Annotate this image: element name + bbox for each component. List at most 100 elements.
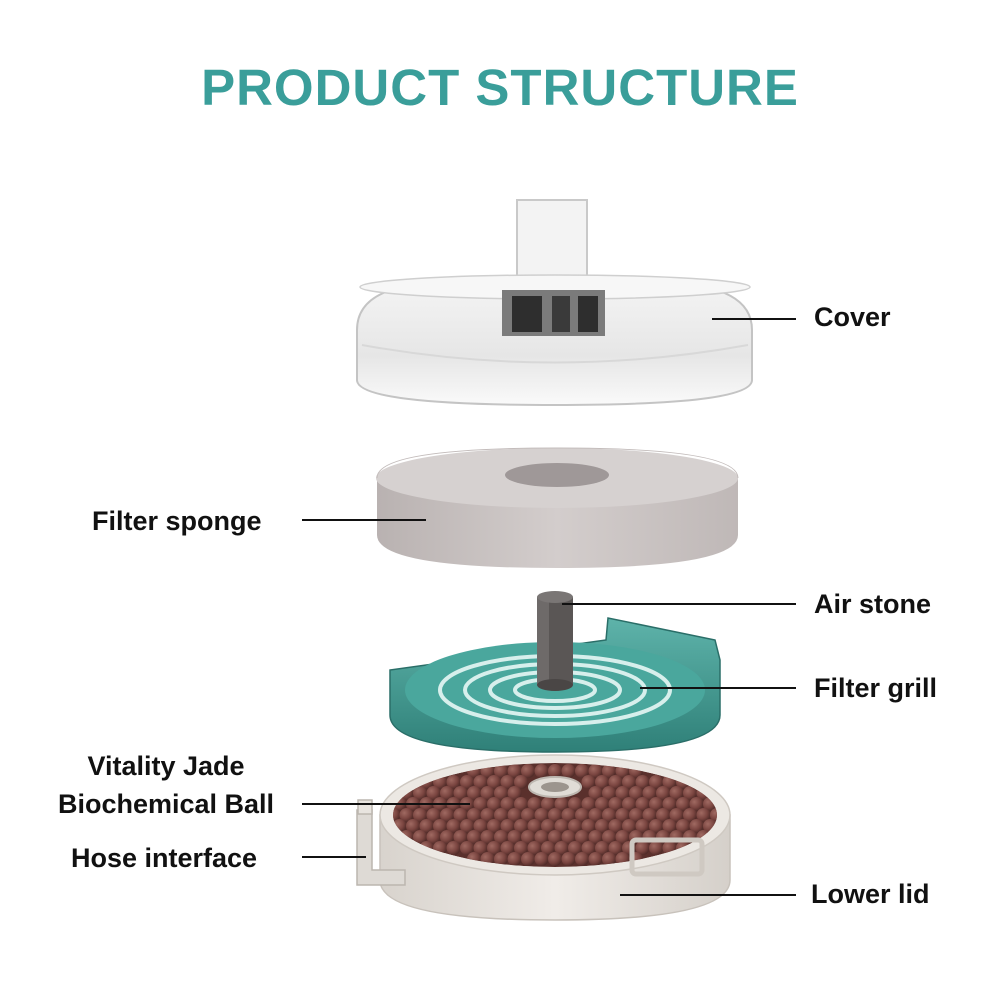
biochemical-ball — [467, 786, 481, 800]
biochemical-ball — [595, 797, 609, 811]
biochemical-ball — [480, 808, 495, 822]
biochemical-ball — [608, 775, 623, 789]
biochemical-ball — [581, 797, 596, 811]
biochemical-ball — [500, 819, 515, 833]
biochemical-ball — [521, 808, 535, 822]
biochemical-ball — [602, 852, 616, 866]
biochemical-ball — [480, 830, 495, 844]
biochemical-ball — [656, 808, 670, 822]
biochemical-ball — [541, 819, 555, 833]
biochemical-ball — [507, 852, 522, 866]
biochemical-ball — [514, 797, 528, 811]
biochemical-ball — [548, 808, 562, 822]
biochemical-ball — [696, 808, 711, 822]
biochemical-ball — [507, 764, 522, 778]
biochemical-ball — [487, 819, 501, 833]
label-lower-lid: Lower lid — [811, 879, 930, 909]
biochemical-ball — [602, 786, 616, 800]
label-biochemical-ball-line2: Biochemical Ball — [57, 789, 275, 819]
biochemical-ball — [541, 841, 555, 855]
biochemical-ball — [575, 830, 589, 844]
label-filter-grill: Filter grill — [814, 673, 938, 703]
biochemical-ball — [521, 830, 535, 844]
biochemical-ball — [635, 775, 650, 789]
biochemical-ball — [656, 786, 670, 800]
biochemical-ball — [426, 830, 441, 844]
biochemical-ball — [487, 775, 501, 789]
biochemical-ball — [649, 819, 663, 833]
biochemical-ball — [460, 819, 474, 833]
biochemical-ball — [548, 830, 562, 844]
biochemical-ball — [507, 808, 522, 822]
biochemical-ball — [595, 819, 609, 833]
biochemical-ball — [440, 830, 454, 844]
biochemical-ball — [595, 841, 609, 855]
biochemical-ball — [710, 808, 717, 822]
biochemical-ball — [615, 830, 630, 844]
biochemical-ball — [426, 808, 441, 822]
biochemical-ball — [440, 808, 454, 822]
biochemical-ball — [521, 852, 535, 866]
biochemical-ball — [683, 808, 697, 822]
label-cover: Cover — [814, 302, 891, 332]
biochemical-ball — [662, 797, 677, 811]
biochemical-ball — [608, 819, 623, 833]
biochemical-ball — [622, 819, 636, 833]
biochemical-ball — [467, 808, 481, 822]
biochemical-ball — [561, 764, 576, 778]
biochemical-ball — [689, 797, 704, 811]
biochemical-ball — [514, 775, 528, 789]
biochemical-ball — [608, 841, 623, 855]
filter-sponge-part — [376, 447, 739, 568]
biochemical-ball — [581, 819, 596, 833]
biochemical-ball — [554, 797, 569, 811]
page-title: PRODUCT STRUCTURE — [201, 59, 799, 116]
label-air-stone: Air stone — [814, 589, 932, 619]
biochemical-ball — [588, 764, 603, 778]
biochemical-ball — [548, 852, 562, 866]
biochemical-ball — [413, 808, 427, 822]
biochemical-ball — [575, 852, 589, 866]
biochemical-ball — [602, 764, 616, 778]
biochemical-ball — [602, 830, 616, 844]
biochemical-ball — [642, 808, 657, 822]
biochemical-ball — [534, 852, 549, 866]
biochemical-ball — [622, 797, 636, 811]
biochemical-ball — [568, 841, 582, 855]
leader-lines — [302, 318, 796, 896]
biochemical-ball — [635, 797, 650, 811]
biochemical-ball — [494, 852, 508, 866]
biochemical-ball — [689, 819, 704, 833]
biochemical-ball — [568, 819, 582, 833]
biochemical-ball — [433, 819, 447, 833]
biochemical-ball — [460, 841, 474, 855]
biochemical-ball — [467, 830, 481, 844]
biochemical-ball — [595, 775, 609, 789]
biochemical-ball — [615, 786, 630, 800]
biochemical-ball — [669, 786, 684, 800]
biochemical-ball — [554, 841, 569, 855]
biochemical-ball — [494, 808, 508, 822]
lower-lid-part — [356, 754, 731, 921]
biochemical-ball — [453, 786, 468, 800]
biochemical-ball — [676, 819, 690, 833]
biochemical-ball — [473, 797, 488, 811]
biochemical-ball — [514, 841, 528, 855]
biochemical-ball — [494, 786, 508, 800]
biochemical-ball — [487, 841, 501, 855]
biochemical-ball — [561, 852, 576, 866]
biochemical-ball — [669, 808, 684, 822]
biochemical-ball — [507, 830, 522, 844]
biochemical-ball — [588, 786, 603, 800]
biochemical-ball — [568, 797, 582, 811]
biochemical-ball — [548, 764, 562, 778]
biochemical-ball — [629, 786, 643, 800]
biochemical-ball — [521, 764, 535, 778]
label-filter-sponge: Filter sponge — [92, 506, 262, 536]
biochemical-ball — [541, 797, 555, 811]
biochemical-ball — [419, 819, 434, 833]
biochemical-ball — [406, 819, 420, 833]
biochemical-ball — [507, 786, 522, 800]
biochemical-ball — [494, 764, 508, 778]
biochemical-ball — [581, 775, 596, 789]
